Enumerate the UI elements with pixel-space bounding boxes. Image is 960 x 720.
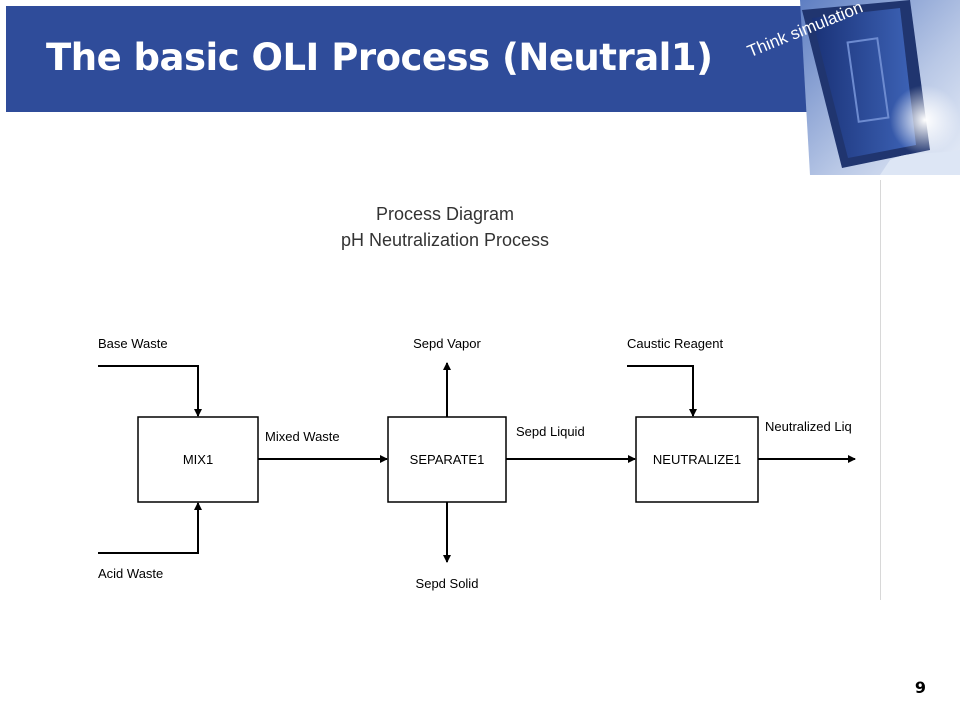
- mixed-waste-label: Mixed Waste: [265, 429, 340, 444]
- sepd-solid-label: Sepd Solid: [416, 576, 479, 591]
- acid-waste-stream: [98, 502, 202, 554]
- process-diagram-panel: Process Diagram pH Neutralization Proces…: [90, 180, 881, 600]
- separate1-label: SEPARATE1: [410, 452, 485, 467]
- neutralize1-block: [635, 416, 759, 503]
- door-logo-icon: [800, 0, 960, 175]
- neutralized-liq-label: Neutralized Liq: [765, 419, 852, 434]
- page-number: 9: [914, 678, 926, 697]
- process-diagram: Process Diagram pH Neutralization Proces…: [98, 204, 856, 591]
- slide-title: The basic OLI Process (Neutral1): [46, 36, 713, 79]
- acid-waste-label: Acid Waste: [98, 566, 163, 581]
- diagram-title: Process Diagram: [376, 204, 514, 224]
- sepd-vapor-label: Sepd Vapor: [413, 336, 481, 351]
- diagram-subtitle: pH Neutralization Process: [341, 230, 549, 250]
- base-waste-stream: [98, 365, 202, 417]
- caustic-reagent-label: Caustic Reagent: [627, 336, 723, 351]
- base-waste-label: Base Waste: [98, 336, 168, 351]
- sepd-liquid-label: Sepd Liquid: [516, 424, 585, 439]
- header-bar: [6, 6, 960, 112]
- caustic-reagent-stream: [627, 365, 697, 417]
- neutralize1-label: NEUTRALIZE1: [653, 452, 741, 467]
- mix1-label: MIX1: [183, 452, 213, 467]
